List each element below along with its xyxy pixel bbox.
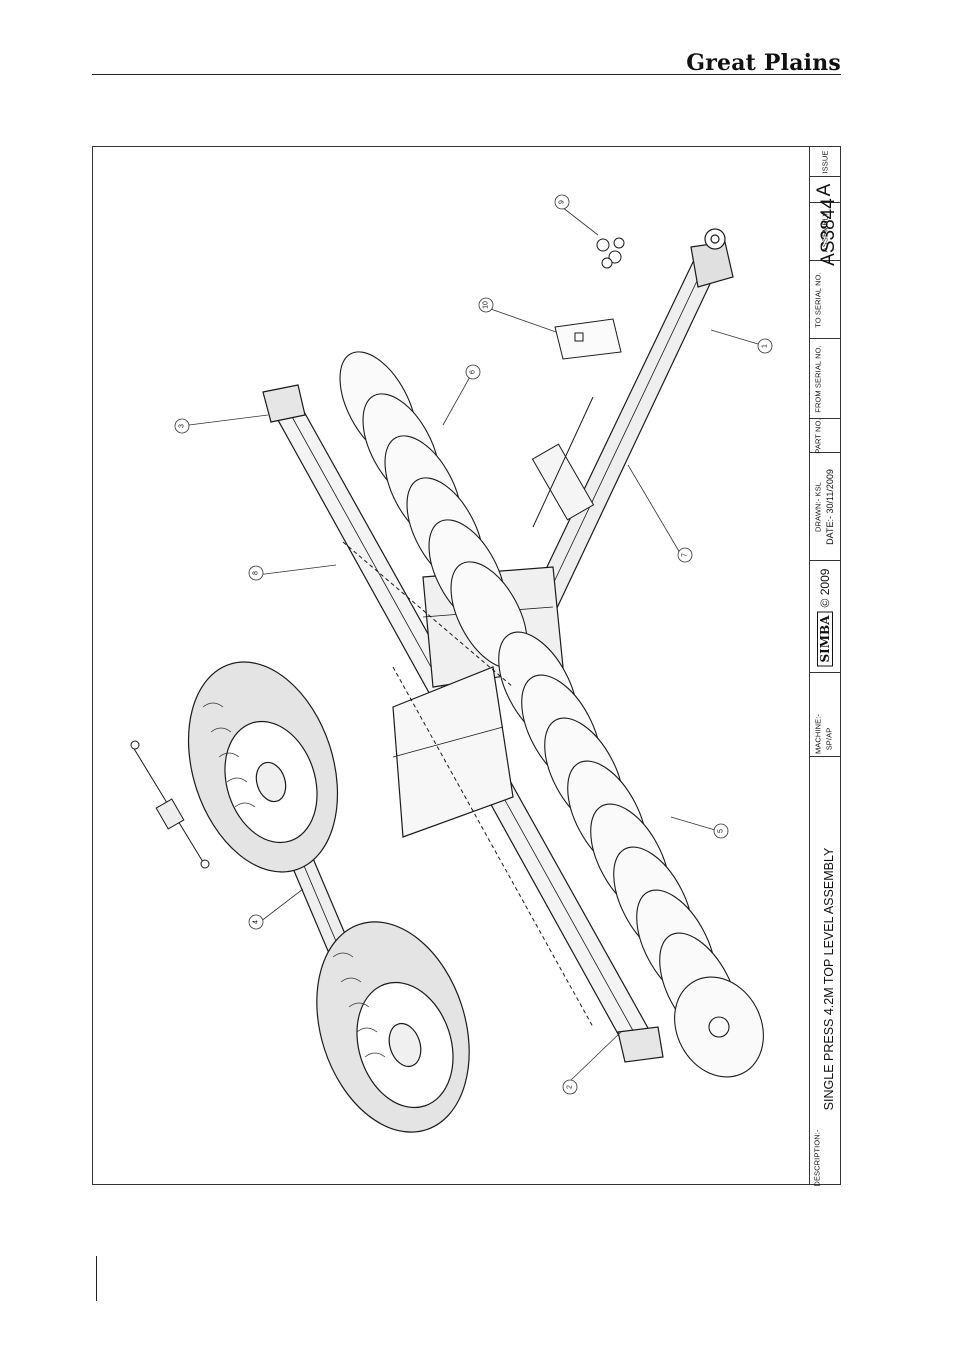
callout-9: 9: [559, 200, 566, 204]
operator-manual: [555, 319, 621, 359]
issue-value: A: [814, 183, 836, 196]
date-label: DATE:- 30/11/2009: [825, 469, 835, 545]
drawn-date-cell: DRAWN:- KSL DATE:- 30/11/2009: [810, 453, 840, 561]
machine-cell: MACHINE:- SP/AP: [810, 673, 840, 757]
machine-label: MACHINE:-: [814, 714, 823, 754]
part-no-label: PART NO.: [814, 418, 823, 453]
title-block: ISSUE A ASSEMBLY AS3844 TO SERIAL NO. FR…: [809, 147, 840, 1184]
frame-end-left: [263, 385, 305, 422]
callout-4: 4: [253, 920, 260, 924]
header-rule: [92, 74, 841, 75]
machine-value: SP/AP: [825, 728, 834, 751]
drawn-label: DRAWN:- KSL: [814, 482, 823, 532]
from-serial-label: FROM SERIAL NO.: [814, 345, 823, 412]
callout-6: 6: [470, 370, 477, 374]
callout-5: 5: [718, 829, 725, 833]
description-label: DESCRIPTION:-: [812, 1130, 821, 1187]
footer-margin-rule: [96, 1256, 97, 1301]
copyright-label: © 2009: [818, 568, 832, 607]
callout-1: 1: [762, 344, 769, 348]
callout-7: 7: [682, 553, 689, 557]
simba-logo: SIMBA: [817, 611, 833, 666]
assembly-value-cell: AS3844: [810, 203, 840, 261]
drawing-sheet: 1 2 3 4 5 6 7 8 9 10 ISSUE A ASSEMBLY: [92, 146, 841, 1185]
brand-logo: Great Plains: [686, 50, 841, 76]
linch-pins: [597, 238, 624, 268]
to-serial-label: TO SERIAL NO.: [814, 272, 823, 327]
callout-2: 2: [567, 1085, 574, 1089]
to-serial-cell: TO SERIAL NO.: [810, 261, 840, 339]
callout-8: 8: [253, 571, 260, 575]
logo-cell: SIMBA © 2009: [810, 561, 840, 673]
assembly-drawing: 1 2 3 4 5 6 7 8 9 10: [93, 147, 811, 1184]
callout-10: 10: [483, 301, 490, 309]
description-cell: DESCRIPTION:- SINGLE PRESS 4.2M TOP LEVE…: [810, 757, 840, 1184]
description-value: SINGLE PRESS 4.2M TOP LEVEL ASSEMBLY: [822, 848, 836, 1111]
callout-3: 3: [179, 424, 186, 428]
part-no-cell: PART NO.: [810, 419, 840, 453]
from-serial-cell: FROM SERIAL NO.: [810, 339, 840, 419]
issue-label: ISSUE: [821, 150, 830, 173]
assembly-value: AS3844: [818, 198, 840, 266]
issue-cell: ISSUE: [810, 147, 840, 177]
frame-end-right: [618, 1027, 663, 1062]
